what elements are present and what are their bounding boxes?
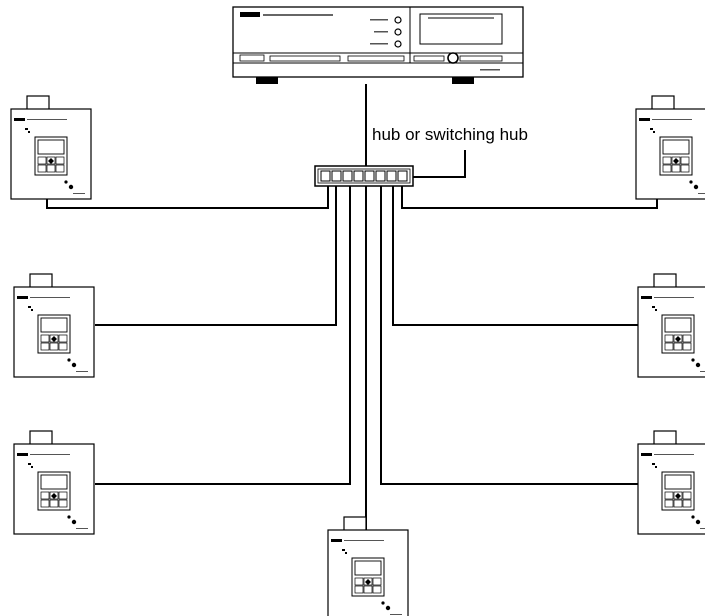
terminal-bottom-center <box>327 516 409 616</box>
terminal-bottom-left <box>13 430 95 535</box>
main-unit <box>232 6 524 84</box>
terminal-middle-left <box>13 273 95 378</box>
terminal-top-right <box>635 95 705 200</box>
hub-label: hub or switching hub <box>372 125 528 144</box>
terminal-bottom-right <box>637 430 705 535</box>
terminal-middle-right <box>637 273 705 378</box>
cables <box>46 84 658 530</box>
network-hub <box>314 165 414 187</box>
terminal-top-left <box>10 95 92 200</box>
hub-label-leader <box>413 150 466 178</box>
